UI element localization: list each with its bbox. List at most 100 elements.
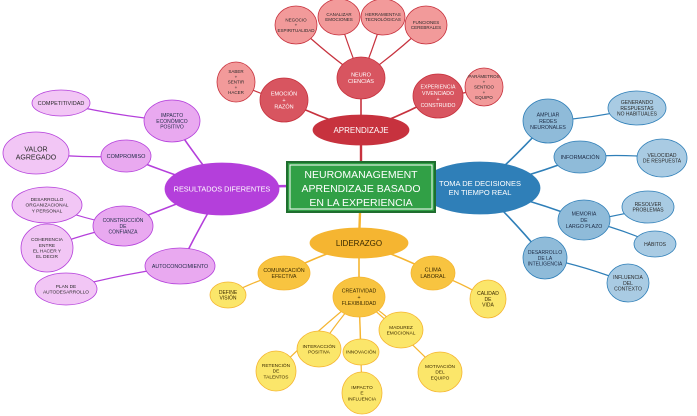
leaf-node-aprendizaje-0-0-label: + bbox=[235, 74, 238, 79]
leaf-node-aprendizaje-1-3-shape bbox=[404, 5, 448, 45]
leaf-node-resultados-1-0-label: VALOR bbox=[24, 146, 47, 153]
leaf-node-liderazgo-1-3-label: IMPACTO bbox=[351, 385, 373, 391]
leaf-node-aprendizaje-1-2-label: TECNOLÓGICAS bbox=[365, 16, 401, 22]
sub-node-toma-decisiones-3-shape bbox=[522, 236, 568, 280]
sub-node-aprendizaje-2-label: CONSTRUIDO bbox=[421, 103, 456, 109]
leaf-node-resultados-2-1-label: ENTRE bbox=[39, 243, 55, 249]
leaf-node-liderazgo-1-1-shape bbox=[296, 330, 342, 368]
sub-node-resultados-0-label: POSITIVO bbox=[160, 125, 184, 131]
leaf-node-resultados-2-1-shape bbox=[20, 223, 74, 273]
leaf-node-aprendizaje-1-0-shape bbox=[274, 5, 318, 45]
leaf-node-liderazgo-1-2-label: INNOVACIÓN bbox=[346, 349, 377, 356]
branch-node-resultados-label: RESULTADOS DIFERENTES bbox=[174, 185, 271, 194]
sub-node-liderazgo-1[interactable]: CREATIVIDAD+FLEXIBILIDAD bbox=[332, 276, 386, 318]
branch-node-toma-decisiones-label: TOMA DE DECISIONES bbox=[439, 179, 521, 188]
sub-node-aprendizaje-0[interactable]: EMOCIÓN+RAZÓN bbox=[259, 77, 309, 123]
leaf-node-liderazgo-1-5-label: DEL bbox=[435, 370, 445, 376]
leaf-node-toma-decisiones-1-0-label: DE RESPUESTA bbox=[643, 159, 682, 165]
branch-node-aprendizaje[interactable]: APRENDIZAJE bbox=[312, 114, 410, 146]
sub-node-aprendizaje-1-label: CIENCIAS bbox=[348, 79, 374, 85]
sub-node-toma-decisiones-3-label: INTELIGENCIA bbox=[528, 262, 563, 268]
sub-node-resultados-1[interactable]: COMPROMISO bbox=[100, 139, 152, 173]
sub-node-resultados-3[interactable]: AUTOCONOCIMIENTO bbox=[144, 247, 216, 285]
sub-node-toma-decisiones-3-label: DE LA bbox=[538, 256, 553, 262]
leaf-node-aprendizaje-1-1-label: CANALIZAR bbox=[326, 12, 352, 17]
leaf-node-aprendizaje-1-0[interactable]: NEGOCIO+ESPIRITUALIDAD bbox=[274, 5, 318, 45]
sub-node-liderazgo-1-label: CREATIVIDAD bbox=[342, 289, 377, 295]
sub-node-liderazgo-2-label: LABORAL bbox=[420, 274, 445, 280]
sub-node-aprendizaje-1-shape bbox=[336, 56, 386, 100]
sub-node-toma-decisiones-1-label: INFORMACIÓN bbox=[560, 154, 599, 161]
branch-node-resultados[interactable]: RESULTADOS DIFERENTES bbox=[164, 162, 280, 216]
sub-node-liderazgo-0-label: EFECTIVA bbox=[272, 274, 298, 280]
leaf-node-aprendizaje-2-0-label: PARÁMETROS bbox=[468, 73, 499, 79]
leaf-node-toma-decisiones-0-0-label: RESPUESTAS bbox=[620, 106, 654, 112]
leaf-node-toma-decisiones-2-1-label: HÁBITOS bbox=[644, 241, 667, 248]
sub-node-liderazgo-0-label: COMUNICACIÓN bbox=[263, 267, 304, 274]
leaf-node-liderazgo-0-0-shape bbox=[209, 281, 247, 309]
sub-node-aprendizaje-2-shape bbox=[412, 73, 464, 119]
leaf-node-toma-decisiones-0-0-label: NO HABITUALES bbox=[617, 112, 658, 118]
leaf-node-liderazgo-1-1-label: POSITIVA bbox=[308, 350, 331, 356]
leaf-node-resultados-0-0[interactable]: COMPETITIVIDAD bbox=[31, 89, 91, 117]
leaf-node-resultados-0-0-label: COMPETITIVIDAD bbox=[38, 101, 85, 107]
leaf-node-liderazgo-1-0-label: DE bbox=[273, 369, 280, 375]
leaf-node-liderazgo-2-0-label: DE bbox=[485, 297, 493, 303]
sub-node-resultados-2-label: CONFIANZA bbox=[109, 230, 139, 236]
branch-node-liderazgo[interactable]: LIDERAZGO bbox=[309, 227, 409, 259]
leaf-node-toma-decisiones-0-0-shape bbox=[607, 90, 667, 126]
sub-node-aprendizaje-0-label: RAZÓN bbox=[274, 103, 293, 110]
sub-node-aprendizaje-0-label: + bbox=[282, 98, 285, 104]
leaf-node-aprendizaje-1-1-shape bbox=[317, 0, 361, 36]
sub-node-toma-decisiones-0-shape bbox=[522, 98, 574, 144]
leaf-node-aprendizaje-0-0-label: + bbox=[235, 85, 238, 90]
leaf-node-liderazgo-1-1-label: INTERACCIÓN bbox=[302, 343, 336, 350]
sub-node-resultados-2-label: CONSTRUCCIÓN bbox=[103, 217, 144, 224]
sub-node-toma-decisiones-2-label: DE bbox=[580, 218, 588, 224]
leaf-node-liderazgo-1-5-label: EQUIPO bbox=[431, 375, 450, 381]
leaf-node-toma-decisiones-2-0-label: RESOLVER bbox=[635, 202, 662, 208]
leaf-node-liderazgo-1-5-shape bbox=[417, 351, 463, 393]
leaf-node-toma-decisiones-2-1[interactable]: HÁBITOS bbox=[633, 230, 677, 258]
leaf-node-liderazgo-1-2[interactable]: INNOVACIÓN bbox=[342, 338, 380, 366]
central-topic[interactable]: NEUROMANAGEMENT APRENDIZAJE BASADO EN LA… bbox=[286, 161, 436, 213]
sub-node-toma-decisiones-1[interactable]: INFORMACIÓN bbox=[553, 140, 607, 174]
leaf-node-toma-decisiones-2-0-shape bbox=[621, 190, 675, 224]
leaf-node-liderazgo-1-0-shape bbox=[255, 350, 297, 392]
leaf-node-toma-decisiones-3-0-label: INFLUENCIA bbox=[613, 275, 643, 281]
sub-node-toma-decisiones-0-label: AMPLIAR bbox=[537, 113, 560, 119]
leaf-node-liderazgo-1-3-label: INFLUENCIA bbox=[348, 396, 377, 402]
leaf-node-liderazgo-1-0-label: TALENTOS bbox=[264, 374, 289, 380]
leaf-node-aprendizaje-2-0[interactable]: PARÁMETROS+SENTIDO+EQUIPO bbox=[464, 67, 504, 107]
leaf-node-aprendizaje-1-2-shape bbox=[360, 0, 406, 36]
leaf-node-aprendizaje-0-0[interactable]: SABER+SENTIR+HACER bbox=[216, 61, 256, 103]
